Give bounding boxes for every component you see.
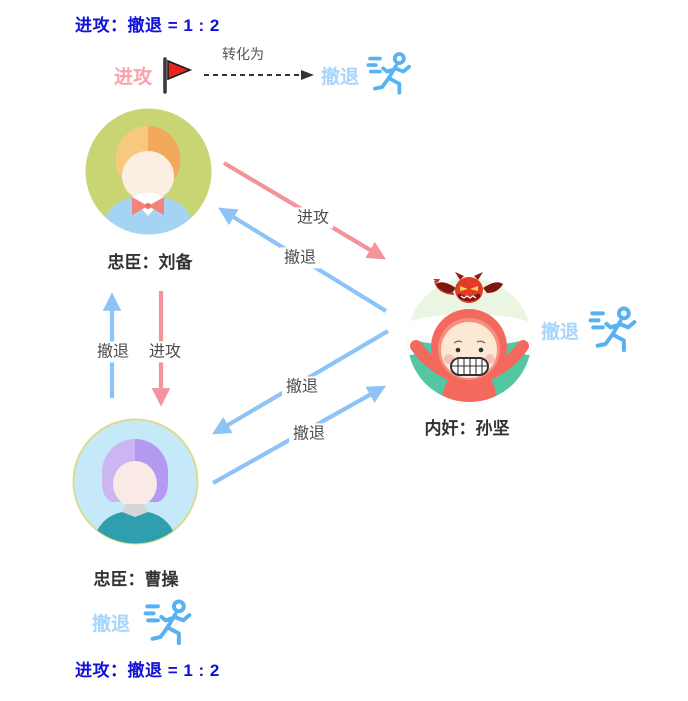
avatar-sunjian-icon — [407, 272, 532, 402]
avatar-caocao-icon — [72, 418, 199, 545]
edge-label-sunjian-to-caocao: 撤退 — [281, 376, 323, 398]
runner-icon — [588, 306, 637, 353]
edge-label-sunjian-to-liubei: 撤退 — [279, 247, 321, 269]
node-label-sunjian: 内奸：孙坚 — [424, 419, 510, 438]
node-label-liubei: 忠臣：刘备 — [107, 253, 193, 272]
avatar-liubei-icon — [85, 108, 212, 235]
ratio-formula-top: 进攻：撤退 = 1 : 2 — [75, 16, 220, 35]
edge-label-caocao-to-liubei: 撤退 — [92, 341, 134, 363]
devil-icon — [433, 272, 503, 303]
edge-label-caocao-to-sunjian: 撤退 — [288, 423, 330, 445]
transform-label: 转化为 — [222, 46, 264, 62]
node-label-caocao: 忠臣：曹操 — [93, 570, 179, 589]
dashed-arrow-icon — [204, 70, 314, 80]
legend-retreat-label: 撤退 — [321, 67, 360, 88]
retreat-badge-bottom: 撤退 — [92, 614, 131, 635]
edge-label-liubei-to-sunjian: 进攻 — [292, 207, 334, 229]
legend-attack-label: 进攻 — [114, 67, 153, 88]
runner-icon — [366, 52, 411, 95]
runner-icon — [143, 599, 192, 646]
edge-label-liubei-to-caocao: 进攻 — [144, 341, 186, 363]
ratio-formula-bottom: 进攻：撤退 = 1 : 2 — [75, 661, 220, 680]
flag-icon — [163, 57, 193, 94]
retreat-badge-right: 撤退 — [541, 322, 580, 343]
